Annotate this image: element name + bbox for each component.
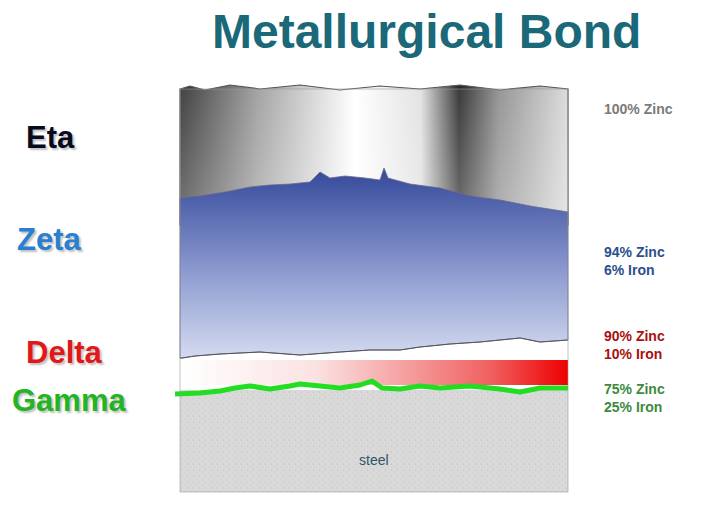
composition-label: 75% Zinc 25% Iron xyxy=(604,380,684,416)
layer-name: Delta xyxy=(26,336,102,370)
composition-label: 90% Zinc 10% Iron xyxy=(604,327,684,363)
steel-base xyxy=(180,390,568,492)
zeta-layer xyxy=(180,168,568,358)
coating-layer: Delta90% Zinc 10% Iron xyxy=(0,346,704,386)
coating-layer: Gamma75% Zinc 25% Iron xyxy=(0,386,704,426)
coating-layer: steel xyxy=(0,392,704,492)
layer-name: Eta xyxy=(26,121,74,155)
material-label: steel xyxy=(359,452,389,468)
diagram-title: Metallurgical Bond xyxy=(212,4,641,60)
composition-label: 94% Zinc 6% Iron xyxy=(604,243,684,279)
layer-name: Gamma xyxy=(12,384,126,418)
layer-name: Zeta xyxy=(17,223,81,257)
gamma-layer xyxy=(175,381,568,394)
coating-layer: Zeta 94% Zinc 6% Iron xyxy=(0,196,704,346)
coating-layer: Eta 100% Zinc xyxy=(0,86,704,196)
composition-label: 100% Zinc xyxy=(604,100,684,118)
zeta-delta-boundary xyxy=(180,338,568,358)
section-frame xyxy=(180,89,568,492)
